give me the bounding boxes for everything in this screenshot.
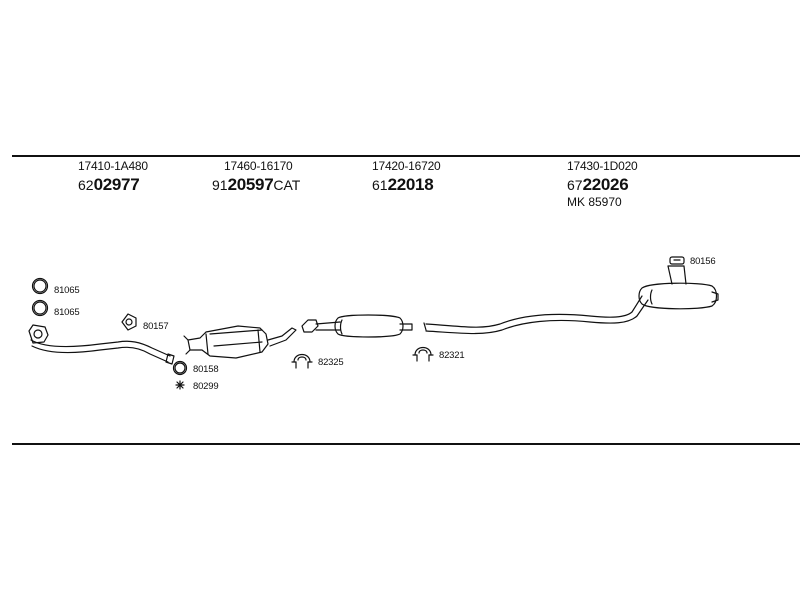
ref-82321: 82321 — [439, 350, 465, 361]
oem-number-1: 17410-1A480 — [78, 159, 148, 173]
mk-label: MK 85970 — [567, 195, 622, 209]
ref-80299: 80299 — [193, 381, 219, 392]
oem-number-3: 17420-16720 — [372, 159, 441, 173]
part-suffix-2: CAT — [273, 177, 301, 193]
ref-82325: 82325 — [318, 357, 344, 368]
oem-number-4: 17430-1D020 — [567, 159, 638, 173]
gasket-80158 — [172, 360, 188, 376]
clamp-82321 — [412, 346, 434, 362]
part-number-4: 6722026 — [567, 175, 629, 195]
catalytic-converter — [183, 325, 297, 359]
part-prefix-3: 61 — [372, 177, 388, 193]
clamp-82325 — [291, 353, 313, 369]
part-code-3: 22018 — [387, 175, 434, 194]
part-code-4: 22026 — [582, 175, 629, 194]
top-rule — [12, 155, 800, 157]
sealing-ring-81065-b — [31, 299, 49, 317]
part-code-2: 20597 — [227, 175, 274, 194]
front-pipe — [28, 324, 175, 365]
ref-80156: 80156 — [690, 256, 716, 267]
sealing-ring-81065-a — [31, 277, 49, 295]
part-prefix-2: 91 — [212, 177, 228, 193]
ref-80158: 80158 — [193, 364, 219, 375]
part-prefix-1: 62 — [78, 177, 94, 193]
rear-silencer — [638, 265, 719, 310]
ref-81065-a: 81065 — [54, 285, 80, 296]
ref-80157: 80157 — [143, 321, 169, 332]
ref-81065-b: 81065 — [54, 307, 80, 318]
oem-number-2: 17460-16170 — [224, 159, 293, 173]
rear-pipe — [423, 295, 649, 335]
centre-silencer — [301, 314, 413, 338]
bottom-rule — [12, 443, 800, 445]
gasket-80157 — [121, 313, 137, 331]
hanger-80156 — [669, 256, 685, 265]
part-number-1: 6202977 — [78, 175, 140, 195]
part-number-2: 9120597CAT — [212, 175, 300, 195]
part-prefix-4: 67 — [567, 177, 583, 193]
part-number-3: 6122018 — [372, 175, 434, 195]
spring-80299 — [175, 380, 185, 390]
part-code-1: 02977 — [93, 175, 140, 194]
